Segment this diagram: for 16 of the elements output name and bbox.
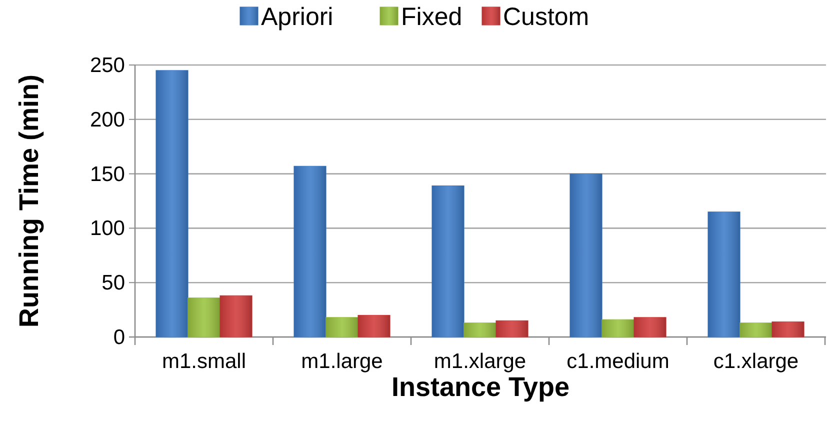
y-tick-label: 100: [90, 217, 125, 240]
y-tick-label: 250: [90, 54, 125, 77]
category-label: m1.xlarge: [434, 350, 526, 373]
y-tick-label: 150: [90, 162, 125, 186]
legend-label: Custom: [503, 3, 590, 31]
category-label: m1.small: [162, 350, 246, 373]
legend-label: Fixed: [401, 3, 462, 31]
y-axis-title: Running Time (min): [14, 74, 44, 328]
x-axis-title: Instance Type: [391, 372, 570, 402]
y-tick-label: 200: [90, 108, 125, 132]
y-tick-label: 50: [102, 272, 125, 295]
category-label: m1.large: [301, 350, 383, 373]
category-label: c1.medium: [566, 350, 670, 373]
category-label: c1.xlarge: [713, 350, 799, 373]
legend-label: Apriori: [261, 3, 334, 31]
y-tick-label: 0: [113, 326, 125, 349]
